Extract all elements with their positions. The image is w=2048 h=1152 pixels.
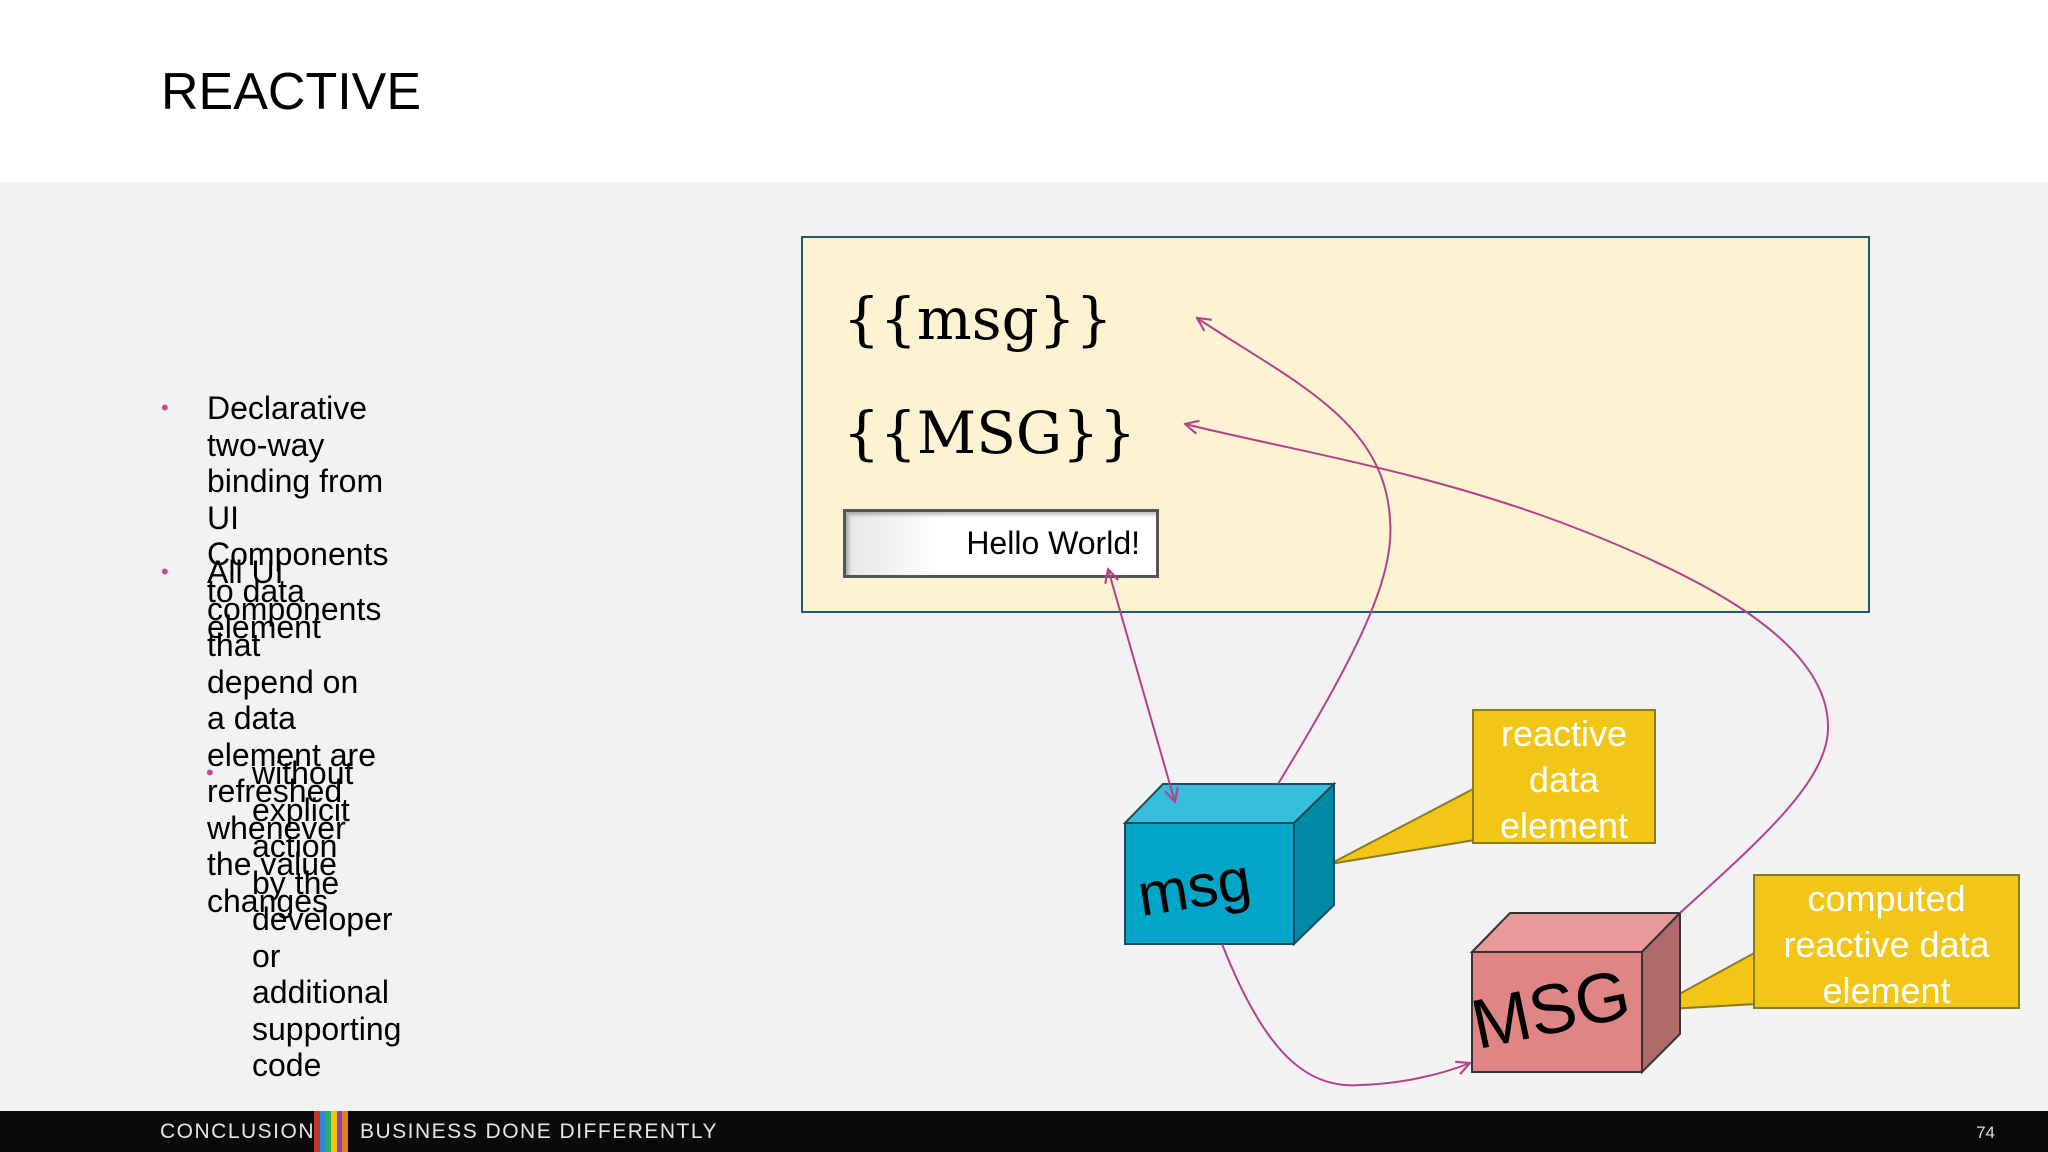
cube-msg-icon [1122,781,1337,947]
cube-MSG-icon [1469,910,1683,1075]
arrow-MSG-to-template [1185,424,1830,914]
arrow-input-to-msg [1108,569,1175,802]
footer-stripes-logo [314,1111,349,1152]
bullet-dot-icon: • [161,559,169,584]
bullet-dot-icon: • [206,760,214,785]
bullet-text: without explicit action by the developer… [252,755,402,1083]
slide-title: REACTIVE [161,63,422,121]
slide-header: REACTIVE [0,0,2048,182]
hello-world-input[interactable]: Hello World! [843,509,1159,578]
page-number: 74 [1976,1123,1995,1142]
bullet-text: All UI components that depend on a data … [207,554,382,919]
callout-reactive-pointer [1329,786,1476,865]
bullet-item: • All UI components that depend on a dat… [161,554,382,919]
template-msg-binding: {{msg}} [843,285,1113,353]
arrow-msg-to-template [1197,318,1392,785]
callout-computed-reactive-data-element: computed reactive data element [1753,874,2020,1011]
bullet-text: Declarative two-way binding from UI Comp… [207,390,389,645]
bullet-dot-icon: • [161,395,169,420]
diagram-svg [0,0,1830,1087]
sub-bullet-item: • without explicit action by the develop… [206,755,402,1084]
footer-section-label: CONCLUSION [160,1120,316,1143]
bullet-item: • Declarative two-way binding from UI Co… [161,390,389,646]
template-MSG-binding: {{MSG}} [843,399,1137,467]
slide-footer: CONCLUSION BUSINESS DONE DIFFERENTLY 74 [0,1111,2048,1152]
footer-tagline: BUSINESS DONE DIFFERENTLY [360,1120,718,1143]
arrow-msg-to-MSG [1221,943,1470,1087]
callout-reactive-data-element: reactive data element [1472,709,1656,846]
